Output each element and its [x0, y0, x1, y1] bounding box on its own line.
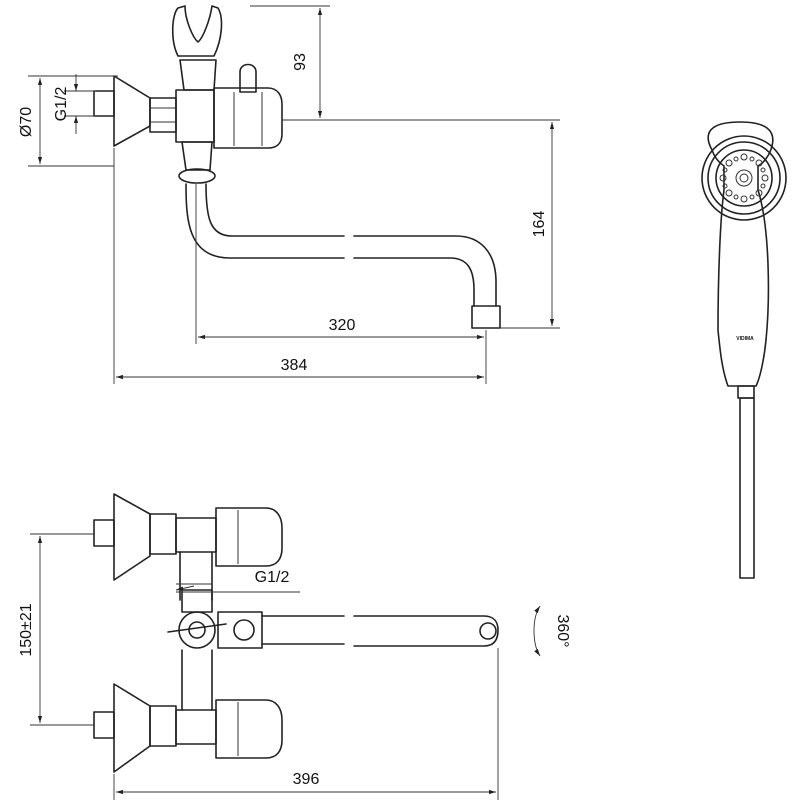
upper-handle — [215, 507, 283, 567]
lower-handle — [215, 699, 283, 759]
mixer-lever — [167, 623, 227, 633]
upper-inlet-stub — [93, 519, 115, 547]
shower-face — [715, 149, 773, 207]
lower-inlet-stub — [93, 711, 115, 739]
dim-height-spout: 164 — [531, 211, 548, 238]
upper-riser — [179, 551, 213, 601]
hose-connector — [737, 385, 755, 399]
hand-shower: VIDIMA — [701, 121, 787, 579]
mixer-cap — [181, 589, 213, 613]
spout-base — [217, 611, 263, 649]
faucet-top-view — [93, 493, 499, 773]
spout-arm-end — [353, 615, 499, 647]
dim-center-distance: 150±21 — [18, 603, 35, 656]
diverter-knob — [239, 63, 257, 93]
aerator — [471, 305, 501, 329]
shower-brand-label: VIDIMA — [736, 336, 754, 342]
hex-nut — [149, 97, 177, 133]
shower-hose — [739, 397, 755, 579]
shower-handle — [707, 121, 774, 387]
dim-thread-top: G1/2 — [53, 87, 70, 122]
dim-reach-spout: 320 — [329, 317, 356, 334]
shower-head-rim — [707, 141, 781, 215]
shower-nozzles — [719, 153, 769, 203]
spout-swivel — [233, 619, 255, 641]
dim-length-bottom: 396 — [293, 771, 320, 788]
spout-tip — [479, 622, 497, 640]
wall-flange — [113, 75, 151, 147]
spout-connector — [181, 141, 213, 171]
upper-wall-flange — [113, 493, 151, 581]
dim-length-total: 384 — [281, 357, 308, 374]
spout-pipe-end-outer — [353, 235, 497, 307]
inlet-stub — [93, 90, 115, 117]
faucet-side-view — [93, 5, 501, 329]
dim-thread-side: G1/2 — [255, 569, 290, 586]
holder-base — [179, 59, 217, 91]
upper-hex-nut — [149, 513, 177, 555]
lower-riser — [181, 649, 213, 711]
spout-pipe-inner — [205, 183, 345, 237]
shower-head-outer — [701, 135, 787, 221]
lower-hex-nut — [149, 705, 177, 747]
valve-body — [175, 89, 215, 143]
spout-pipe-outer — [185, 183, 345, 259]
rotation-arrow — [533, 605, 541, 657]
dim-height-top: 93 — [292, 53, 309, 71]
dim-rotation: 360° — [554, 614, 571, 647]
spout-arm-start — [261, 615, 345, 645]
upper-body — [175, 517, 217, 553]
lower-body — [175, 709, 217, 745]
dim-diameter: Ø70 — [18, 107, 35, 137]
lower-wall-flange — [113, 683, 151, 773]
swivel-ring — [178, 168, 216, 184]
shower-holder — [171, 5, 223, 57]
handle — [213, 87, 283, 149]
spout-pipe-end-inner — [353, 257, 475, 307]
mixer-center — [188, 621, 206, 639]
